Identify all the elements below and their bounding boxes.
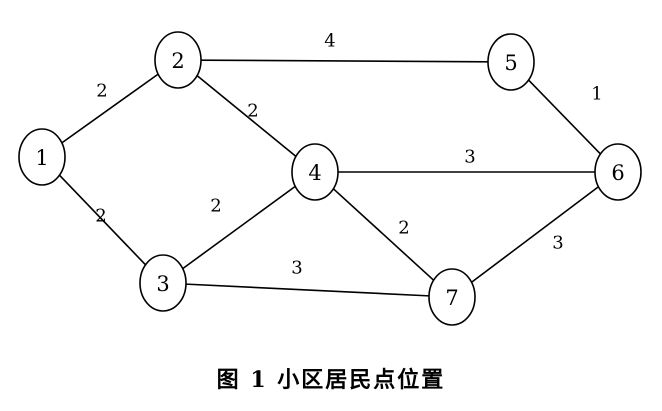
node-7: 7 [428,268,476,326]
edge-7-6 [471,186,599,283]
node-5-label: 5 [504,51,517,75]
node-3: 3 [139,254,187,312]
edges-layer [58,59,602,297]
edge-2-5 [200,59,489,63]
edge-weight-5-6: 1 [591,84,602,105]
edge-3-4 [182,185,296,270]
edge-weight-2-5: 4 [324,31,335,52]
edge-weight-3-7: 3 [291,258,302,279]
node-1-circle [18,128,66,186]
figure-caption: 图 1 小区居民点位置 [216,367,446,393]
node-6-label: 6 [611,161,624,185]
edge-1-3 [58,174,147,266]
node-1-label: 1 [35,146,48,170]
edge-5-6 [527,79,602,155]
node-5-circle [487,33,535,91]
node-7-circle [428,268,476,326]
node-3-circle [139,254,187,312]
edge-weight-7-6: 3 [552,233,563,254]
nodes-layer: 1 2 3 4 5 6 7 [18,31,642,326]
node-1: 1 [18,128,66,186]
node-4-label: 4 [308,161,321,185]
node-7-label: 7 [445,286,458,310]
node-6: 6 [594,143,642,201]
node-6-circle [594,143,642,201]
edge-weight-1-3: 2 [95,206,106,227]
node-5: 5 [487,33,535,91]
node-2-label: 2 [171,49,184,73]
edge-weight-1-2: 2 [96,81,107,102]
edge-weight-2-4: 2 [247,101,258,122]
edge-1-2 [61,73,159,144]
node-4: 4 [291,143,339,201]
edge-3-7 [185,283,430,297]
node-4-circle [291,143,339,201]
edge-2-4 [196,74,297,158]
edge-4-7 [332,188,435,281]
node-2: 2 [154,31,202,89]
node-2-circle [154,31,202,89]
edge-weight-4-7: 2 [398,218,409,239]
edge-weight-3-4: 2 [210,196,221,217]
edge-labels-layer: 2 2 4 2 2 3 3 2 1 3 [95,31,602,279]
node-3-label: 3 [156,272,169,296]
edge-weight-4-6: 3 [464,147,475,168]
